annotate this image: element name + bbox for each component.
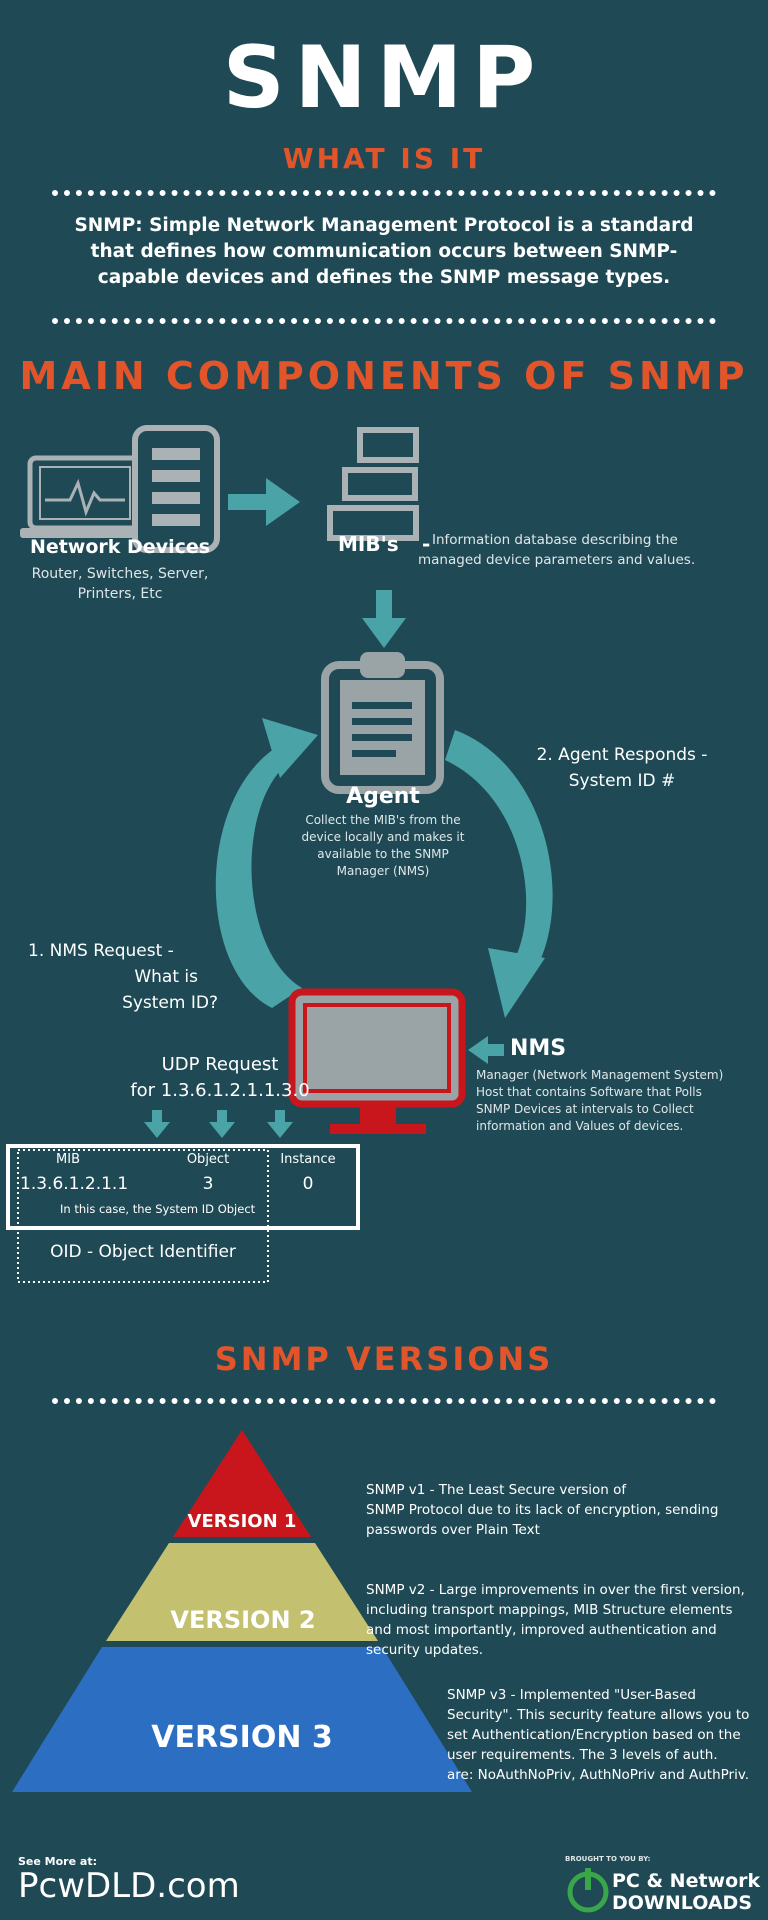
version-desc-line: set Authentication/Encryption based on t… bbox=[447, 1727, 741, 1743]
intro-text: SNMP: Simple Network Management Protocol… bbox=[74, 215, 694, 288]
nms-desc-line: Host that contains Software that Polls bbox=[476, 1085, 702, 1099]
network-devices-desc-line: Printers, Etc bbox=[77, 586, 163, 602]
version-3-tier bbox=[12, 1647, 472, 1792]
dotted-divider bbox=[52, 318, 716, 324]
agent-clipboard-icon bbox=[321, 652, 444, 794]
down-arrows-icon bbox=[144, 1110, 293, 1138]
nms-request-line: What is bbox=[134, 967, 198, 987]
agent-responds-line: 2. Agent Responds - bbox=[536, 745, 708, 765]
what-is-it-heading: WHAT IS IT bbox=[282, 142, 486, 175]
brought-by-label: BROUGHT TO YOU BY: bbox=[565, 1855, 651, 1863]
mibs-desc-2: managed device parameters and values. bbox=[418, 550, 695, 570]
arrow-left-icon bbox=[468, 1036, 504, 1064]
version-2-label: VERSION 2 bbox=[170, 1606, 316, 1634]
mibs-dash: - bbox=[422, 532, 431, 556]
oid-instance-value: 0 bbox=[302, 1174, 314, 1194]
versions-pyramid bbox=[12, 1430, 472, 1792]
version-desc-line: security updates. bbox=[366, 1642, 484, 1658]
version-desc-line: including transport mappings, MIB Struct… bbox=[366, 1602, 733, 1618]
nms-desc-line: information and Values of devices. bbox=[476, 1119, 684, 1133]
network-devices-desc: Router, Switches, Server, Printers, Etc bbox=[5, 564, 235, 604]
network-devices-label: Network Devices bbox=[29, 536, 211, 558]
version-desc-line: user requirements. The 3 levels of auth. bbox=[447, 1747, 718, 1763]
version-3-label: VERSION 3 bbox=[151, 1720, 333, 1755]
nms-desc-line: SNMP Devices at intervals to Collect bbox=[476, 1102, 694, 1116]
oid-dotted-box bbox=[17, 1149, 269, 1283]
agent-desc-line: Manager (NMS) bbox=[336, 864, 430, 878]
response-arrow-icon bbox=[445, 730, 553, 1018]
agent-desc: Collect the MIB's from the device locall… bbox=[283, 812, 483, 880]
power-icon bbox=[567, 1868, 609, 1913]
oid-object-header: Object bbox=[186, 1152, 230, 1167]
version-2-desc: SNMP v2 - Large improvements in over the… bbox=[366, 1580, 745, 1660]
nms-desc-line: Manager (Network Management System) bbox=[476, 1068, 724, 1082]
page-title: SNMP bbox=[222, 28, 546, 128]
version-desc-line: Security". This security feature allows … bbox=[447, 1707, 750, 1723]
oid-note: In this case, the System ID Object bbox=[60, 1202, 256, 1216]
mibs-label: MIB's bbox=[338, 532, 399, 556]
version-desc-line: SNMP v3 - Implemented "User-Based bbox=[447, 1687, 696, 1703]
version-1-desc: SNMP v1 - The Least Secure version of SN… bbox=[366, 1480, 718, 1540]
mib-database-icon bbox=[327, 427, 419, 541]
version-desc-line: SNMP v2 - Large improvements in over the… bbox=[366, 1582, 745, 1598]
version-1-tier bbox=[173, 1430, 311, 1537]
mibs-desc-line: Information database describing the bbox=[432, 532, 678, 548]
arrow-down-icon bbox=[362, 590, 406, 648]
brand-line: DOWNLOADS bbox=[612, 1892, 753, 1914]
agent-label: Agent bbox=[346, 784, 420, 809]
version-desc-line: and most importantly, improved authentic… bbox=[366, 1622, 717, 1638]
version-2-tier bbox=[106, 1543, 378, 1641]
oid-box bbox=[6, 1144, 360, 1230]
agent-responds-text: 2. Agent Responds - System ID # bbox=[512, 742, 732, 794]
components-heading: MAIN COMPONENTS OF SNMP bbox=[19, 354, 749, 398]
version-desc-line: SNMP Protocol due to its lack of encrypt… bbox=[366, 1502, 719, 1518]
version-1-label: VERSION 1 bbox=[187, 1511, 297, 1532]
server-icon bbox=[132, 425, 220, 553]
version-3-desc: SNMP v3 - Implemented "User-Based Securi… bbox=[447, 1685, 749, 1785]
nms-request-text: 1. NMS Request - What is System ID? bbox=[28, 938, 238, 1016]
udp-request-line: for 1.3.6.1.2.1.1.3.0 bbox=[130, 1080, 310, 1101]
agent-desc-line: available to the SNMP bbox=[317, 847, 449, 861]
see-more-label: See More at: bbox=[18, 1855, 97, 1868]
brand-name: PC & Network DOWNLOADS bbox=[612, 1870, 760, 1914]
request-arrow-icon bbox=[215, 718, 318, 1008]
nms-monitor-icon bbox=[288, 988, 466, 1134]
nms-desc: Manager (Network Management System) Host… bbox=[476, 1067, 723, 1135]
agent-desc-line: Collect the MIB's from the bbox=[305, 813, 461, 827]
oid-instance-header: Instance bbox=[280, 1152, 336, 1167]
versions-heading: SNMP VERSIONS bbox=[214, 1340, 554, 1378]
oid-mib-value: 1.3.6.1.2.1.1 bbox=[20, 1174, 129, 1194]
version-desc-line: SNMP v1 - The Least Secure version of bbox=[366, 1482, 627, 1498]
nms-request-line: 1. NMS Request - bbox=[28, 941, 174, 961]
dotted-divider bbox=[52, 190, 716, 196]
agent-desc-line: device locally and makes it bbox=[301, 830, 465, 844]
oid-mib-header: MIB bbox=[56, 1152, 80, 1167]
agent-responds-line: System ID # bbox=[568, 771, 676, 791]
version-desc-line: passwords over Plain Text bbox=[366, 1522, 540, 1538]
oid-label: OID - Object Identifier bbox=[50, 1242, 236, 1262]
dotted-divider bbox=[52, 1398, 716, 1404]
network-devices-desc-line: Router, Switches, Server, bbox=[31, 566, 209, 582]
arrow-right-icon bbox=[228, 478, 300, 526]
mibs-desc: Information database describing the bbox=[432, 530, 678, 550]
nms-request-line: System ID? bbox=[122, 993, 218, 1013]
udp-request-text: UDP Request for 1.3.6.1.2.1.1.3.0 bbox=[95, 1052, 345, 1104]
laptop-icon bbox=[20, 455, 150, 538]
mibs-desc-line: managed device parameters and values. bbox=[418, 552, 696, 568]
brand-line: PC & Network bbox=[612, 1870, 761, 1892]
udp-request-line: UDP Request bbox=[161, 1054, 279, 1075]
nms-label: NMS bbox=[510, 1036, 567, 1061]
site-link[interactable]: PcwDLD.com bbox=[18, 1866, 240, 1906]
version-desc-line: are: NoAuthNoPriv, AuthNoPriv and AuthPr… bbox=[447, 1767, 750, 1783]
oid-object-value: 3 bbox=[202, 1174, 214, 1194]
